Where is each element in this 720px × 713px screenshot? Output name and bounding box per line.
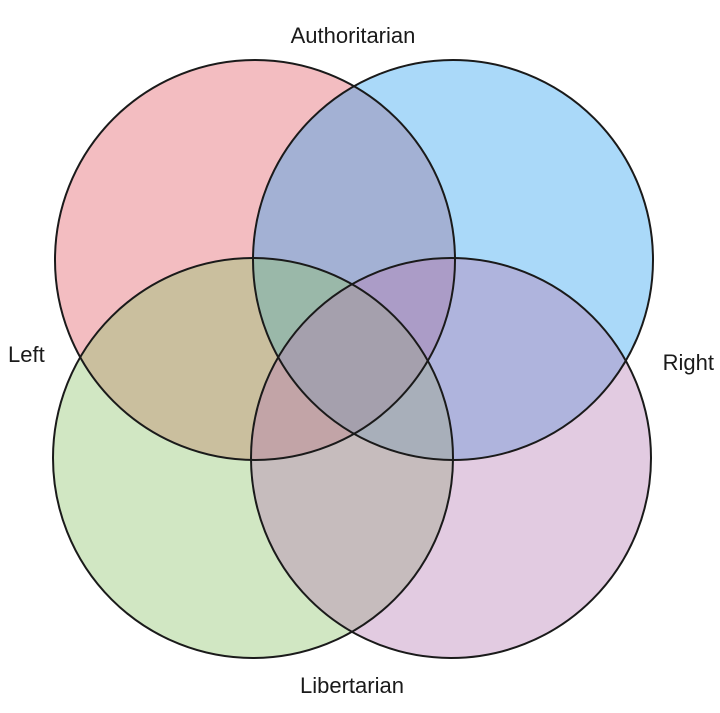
- label-left: Left: [8, 342, 45, 367]
- circle-authoritarian-left: [55, 60, 455, 460]
- outline-libertarian-right: [250, 257, 652, 659]
- outline-libertarian-left: [52, 257, 454, 659]
- circle-libertarian-right: [251, 258, 651, 658]
- outline-authoritarian-left: [54, 59, 456, 461]
- label-right: Right: [663, 350, 714, 375]
- label-libertarian: Libertarian: [300, 673, 404, 698]
- label-authoritarian: Authoritarian: [291, 23, 416, 48]
- circle-libertarian-left: [53, 258, 453, 658]
- circle-fills: [53, 60, 653, 658]
- circle-authoritarian-right: [253, 60, 653, 460]
- circle-outlines: [52, 59, 654, 659]
